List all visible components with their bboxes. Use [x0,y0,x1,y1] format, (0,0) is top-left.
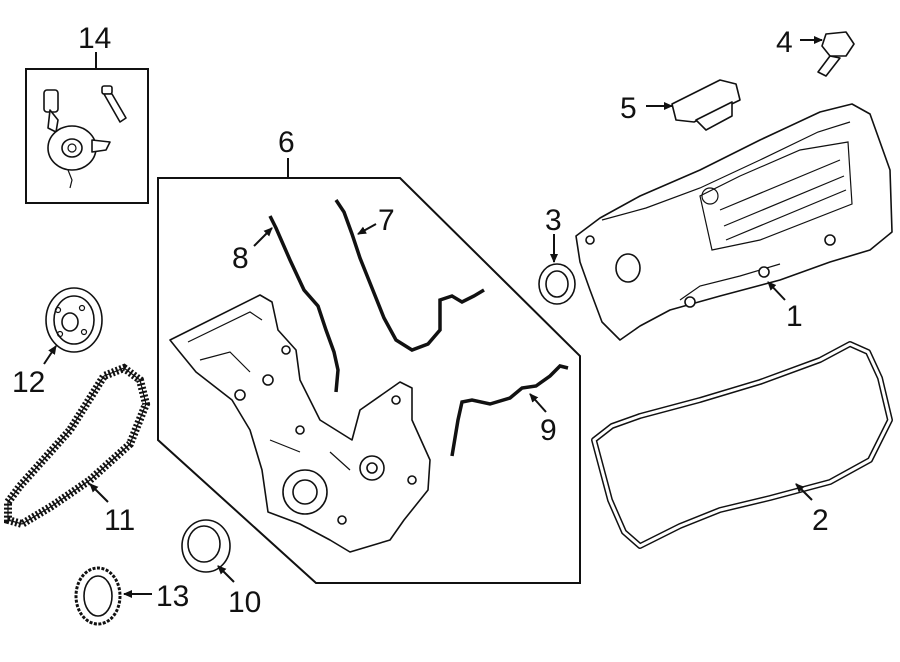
callout-9: 9 [540,414,557,447]
timing-chain-11-icon [4,363,151,529]
sprocket-13-icon [74,566,122,626]
callout-8: 8 [232,242,249,275]
cam-timing-solenoid-icon [43,89,111,189]
leader-9 [529,393,547,413]
seal-3-icon [538,263,576,305]
callout-3: 3 [545,204,562,237]
callout-4: 4 [776,26,793,59]
bolt-icon [101,85,127,123]
callout-2: 2 [812,504,829,537]
callout-6: 6 [278,126,295,159]
seal-10-icon [181,519,231,573]
leader-7 [357,223,377,235]
callout-13: 13 [156,580,189,613]
callout-5: 5 [620,92,637,125]
leader-12 [43,345,57,365]
leader-8 [253,227,273,247]
valve-cover-gasket-icon [591,341,893,549]
gasket-9-icon [450,364,569,457]
callout-10: 10 [228,586,261,619]
sprocket-12-icon [45,287,103,353]
callout-labels: 1 2 3 4 5 6 7 8 9 10 11 12 13 14 [12,22,829,619]
leader-10 [217,565,235,583]
leader-lines [43,36,823,598]
part-14-inset-box [25,68,149,204]
valve-cover-icon [575,103,893,341]
gasket-7-icon [334,199,485,352]
part-14-group [25,52,149,204]
oil-cap-5-icon [671,79,741,131]
callout-7: 7 [378,204,395,237]
leader-1 [767,281,786,301]
callout-11: 11 [104,504,135,537]
leader-11 [89,483,109,503]
callout-14: 14 [78,22,111,55]
callout-1: 1 [786,300,803,333]
timing-cover-icon [169,294,431,553]
leader-2 [795,483,813,501]
part-6-kit-outline [157,177,581,584]
bolt-4-icon [817,31,855,77]
callout-12: 12 [12,366,45,399]
part-6-group [157,158,581,584]
gasket-8-icon [268,215,340,393]
